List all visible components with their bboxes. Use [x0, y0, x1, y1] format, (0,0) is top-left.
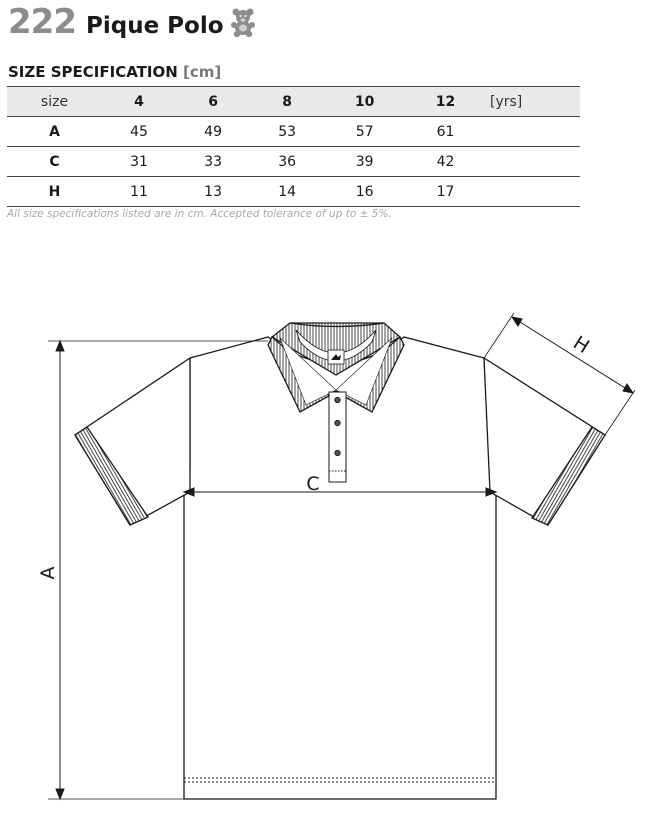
product-name: Pique Polo: [85, 13, 224, 39]
row-label: C: [7, 146, 102, 177]
size-spec-heading: SIZE SPECIFICATION [cm]: [8, 63, 221, 81]
table-cell: 13: [176, 176, 251, 207]
size-header-row: size 4 6 8 10 12 [yrs]: [7, 86, 580, 117]
dimension-c-label: C: [306, 473, 319, 495]
dimension-c: [182, 487, 498, 497]
table-row: H 11 13 14 16 17: [7, 176, 580, 207]
table-cell: 42: [405, 146, 486, 177]
size-header: 8: [250, 86, 325, 117]
button-icon: [334, 419, 341, 427]
table-cell: 45: [102, 116, 177, 147]
polo-shirt-drawing: A C H: [37, 312, 636, 801]
years-unit-label: [yrs]: [486, 86, 580, 117]
size-spec-unit: [cm]: [183, 63, 222, 81]
dimension-a: [48, 339, 268, 801]
table-cell: 11: [102, 176, 177, 207]
row-label: H: [7, 176, 102, 207]
table-cell: 57: [324, 116, 406, 147]
tolerance-note: All size specifications listed are in cm…: [7, 208, 392, 220]
row-label: A: [7, 116, 102, 147]
model-number: 222: [8, 2, 77, 42]
right-sleeve: [483, 356, 606, 526]
teddy-bear-icon: [230, 7, 256, 38]
title-row: 222 Pique Polo: [8, 2, 256, 46]
size-header: 12: [405, 86, 486, 117]
table-cell: 39: [324, 146, 406, 177]
table-cell: 31: [102, 146, 177, 177]
empty-cell: [486, 116, 580, 147]
table-cell: 53: [250, 116, 325, 147]
table-cell: 17: [405, 176, 486, 207]
table-cell: 61: [405, 116, 486, 147]
dimension-h: [483, 312, 636, 436]
left-sleeve: [74, 356, 191, 526]
table-cell: 49: [176, 116, 251, 147]
button-icon: [334, 449, 341, 457]
table-row: C 31 33 36 39 42: [7, 146, 580, 177]
table-cell: 36: [250, 146, 325, 177]
size-header: 6: [176, 86, 251, 117]
table-cell: 33: [176, 146, 251, 177]
neck-label-icon: [327, 349, 345, 365]
table-cell: 14: [250, 176, 325, 207]
table-cell: 16: [324, 176, 406, 207]
size-header: 4: [102, 86, 177, 117]
size-table: size 4 6 8 10 12 [yrs] A 45 49 53 57 61 …: [7, 86, 580, 207]
empty-cell: [486, 146, 580, 177]
placket: [328, 391, 347, 483]
empty-cell: [486, 176, 580, 207]
collar: [267, 322, 405, 413]
size-spec-title: SIZE SPECIFICATION: [8, 63, 178, 81]
size-column-label: size: [7, 86, 102, 117]
size-header: 10: [324, 86, 406, 117]
table-row: A 45 49 53 57 61: [7, 116, 580, 147]
dimension-h-label: H: [569, 332, 593, 358]
dimension-a-label: A: [37, 567, 59, 580]
button-icon: [334, 396, 341, 404]
